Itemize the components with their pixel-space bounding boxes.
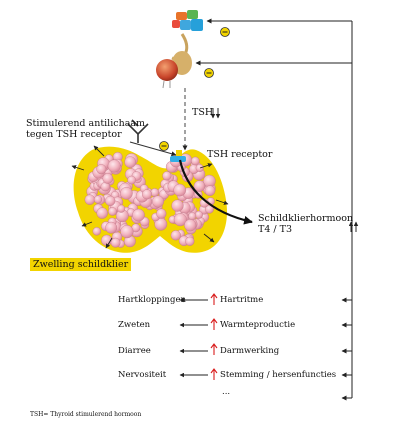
thyroid-follicle (203, 174, 216, 188)
thyroid-follicle (127, 175, 136, 185)
thyroid-follicle (151, 195, 164, 208)
hypothalamus-icon (172, 10, 203, 31)
expansion-arrows (71, 145, 229, 249)
thyroid-follicle (185, 236, 195, 246)
thyroid-follicle (170, 230, 181, 241)
thyroid-follicle (93, 195, 103, 204)
swelling-label: Zwelling schildklier (30, 258, 132, 271)
hormone-increase-arrows (348, 221, 359, 232)
thyroid-follicle (204, 185, 216, 196)
symptom-label: Nervositeit (118, 370, 167, 380)
hormone-label-line1: Schildklierhormoon (258, 213, 354, 224)
footnote: TSH= Thyroid stimulerend hormoon (30, 411, 142, 418)
symptom-label: Zweten (118, 320, 151, 330)
thyroid-follicle (96, 164, 107, 175)
tsh-decrease-arrows (210, 108, 221, 119)
thyroid-follicle (190, 156, 200, 166)
thyroid-follicle (108, 207, 117, 216)
pituitary-gland-icon (156, 33, 192, 89)
thyroid-follicle (102, 173, 114, 184)
receptor-binding-site (176, 150, 182, 156)
ellipsis-label: ... (222, 387, 231, 397)
thyroid-follicle (193, 180, 206, 192)
thyroid-follicle (184, 219, 197, 232)
thyroid-gland-icon (84, 151, 216, 248)
cause-label: Stemming / hersenfuncties (220, 370, 337, 380)
thyroid-follicle (124, 156, 136, 168)
thyroid-follicle (141, 189, 152, 200)
thyroid-follicle (132, 208, 145, 222)
hormone-label-line2: T4 / T3 (258, 224, 293, 235)
tsh-receptor-label: TSH receptor (207, 149, 273, 160)
thyroid-follicle (105, 195, 116, 207)
cause-label: Darmwerking (220, 346, 280, 356)
thyroid-follicle (120, 186, 133, 200)
thyroid-follicle (194, 210, 203, 219)
cause-label: Warmteproductie (220, 320, 296, 330)
thyroid-follicle (92, 227, 102, 236)
antibody-arrow (129, 141, 177, 157)
symptom-label: Diarree (118, 346, 151, 356)
thyroid-follicle (162, 171, 172, 181)
antibody-label-line1: Stimulerend antilichaam (26, 118, 146, 129)
thyroid-follicle (84, 194, 96, 205)
thyroid-follicle (171, 199, 184, 212)
tsh-label: TSH (192, 107, 214, 118)
thyroid-follicle (195, 163, 204, 172)
cause-label: Hartritme (220, 295, 264, 305)
thyroid-follicle (156, 208, 167, 219)
thyroid-follicle (105, 221, 118, 234)
thyroid-follicle (107, 159, 121, 173)
symptom-label: Hartkloppingen (118, 295, 186, 305)
stimulation-circle (159, 141, 169, 151)
antibody-label-line2: tegen TSH receptor (26, 129, 122, 140)
thyroid-follicle (117, 204, 126, 213)
antibody-icon (127, 119, 149, 143)
feedback-minus-circle (220, 27, 230, 37)
hormone-arrow (178, 159, 253, 225)
thyroid-follicle (173, 183, 186, 197)
feedback-loop-lines (195, 18, 353, 401)
thyroid-follicle (96, 207, 108, 219)
red-increase-arrows (210, 293, 218, 380)
thyroid-follicle (120, 225, 134, 239)
feedback-minus-circle (204, 68, 214, 78)
tsh-receptor-icon (170, 156, 186, 162)
symptom-arrows (179, 297, 208, 378)
thyroid-follicle (110, 237, 121, 248)
thyroid-follicle (173, 213, 187, 227)
thyroid-follicle (188, 212, 197, 221)
